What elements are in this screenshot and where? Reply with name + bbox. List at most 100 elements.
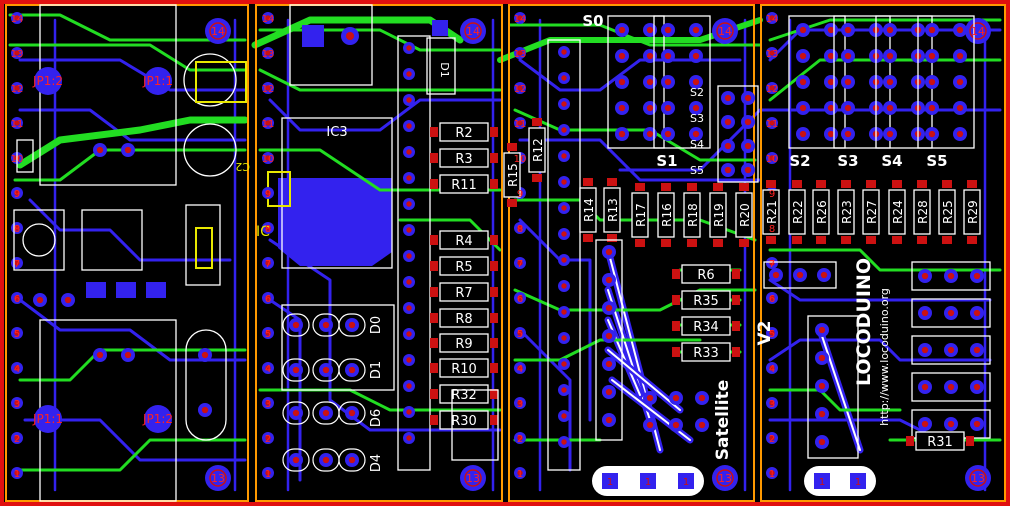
header-row-outline: [911, 298, 991, 328]
resistor-pad-a: [672, 321, 680, 331]
pad-number: 12: [514, 84, 527, 95]
pad-number: 2: [14, 434, 20, 445]
resistor-pad-a: [607, 178, 617, 186]
pad-number: 12: [766, 84, 779, 95]
pad-number: 3: [265, 399, 271, 410]
resistor-rv-7: [812, 189, 830, 235]
servo-pad-drill: [886, 130, 894, 138]
left2-pad-drill: [265, 330, 271, 336]
resistor-pad-b: [966, 436, 974, 446]
small-servo-label: S3: [690, 112, 704, 125]
servo-pad-drill: [799, 130, 807, 138]
ic3-outline: [281, 117, 393, 269]
header-pad-drill: [561, 231, 567, 237]
servo-selector-pad-drill: [744, 118, 752, 126]
component-pad-drill: [64, 296, 72, 304]
brand-label: LOCODUINO: [853, 258, 875, 386]
servo-pad-drill: [692, 52, 700, 60]
mounting-hole-bottom-label: 13: [466, 472, 480, 485]
left4-pad-drill: [769, 365, 775, 371]
resistor-pad-b: [607, 234, 617, 242]
resistor-pad-b: [490, 179, 498, 189]
servo-pad-drill: [646, 130, 654, 138]
left4-pad-drill: [769, 85, 775, 91]
connector-label: JP1:1: [32, 412, 63, 426]
resistor-pad-b: [816, 236, 826, 244]
smd-pad: [116, 282, 136, 298]
resistor-pad-a: [917, 180, 927, 188]
resistor-rv-13: [963, 189, 981, 235]
left2-pad-drill: [265, 295, 271, 301]
resistor-label: R4: [455, 234, 472, 249]
jumper-label: D0: [369, 316, 384, 334]
bottom-layer-traces: [18, 18, 1002, 492]
header-3pin-pad-drill: [772, 271, 780, 279]
servo-pad-drill: [692, 78, 700, 86]
servo-label: S5: [926, 152, 947, 170]
resistor-label: R33: [693, 346, 719, 361]
resistor-rv-6: [788, 189, 806, 235]
header-column-left: [397, 35, 431, 471]
servo-pad-drill: [618, 78, 626, 86]
resistor-pad-a: [661, 183, 671, 191]
header-row-outline: [911, 261, 991, 291]
pad-number: 9: [517, 189, 523, 200]
resistor-pad-a: [687, 183, 697, 191]
resistor-label: R17: [634, 203, 648, 227]
mounting-hole-top-ring: [464, 22, 482, 40]
resistor-pad-b: [713, 239, 723, 247]
component-pad-drill: [201, 351, 209, 359]
jumper-outline: [338, 358, 366, 382]
connector-pad: [34, 405, 62, 433]
left4-pad-drill: [769, 155, 775, 161]
left2-pad-drill: [265, 190, 271, 196]
mounting-hole-top-ring: [716, 22, 734, 40]
silk-diagonal-line: [607, 349, 681, 411]
regulator-small: [195, 227, 213, 269]
resistor-mid-1: [528, 127, 546, 173]
servo-pad-drill: [928, 78, 936, 86]
chip-cap-label: C2: [235, 160, 250, 173]
resistor-pad-a: [583, 178, 593, 186]
servo-label: S2: [789, 152, 810, 170]
servo-pad-drill: [664, 78, 672, 86]
header-grid-pad-drill: [973, 309, 981, 317]
capacitor-bottom: [183, 123, 237, 177]
servo-pad-drill: [827, 104, 835, 112]
resistor-rv-11: [913, 189, 931, 235]
header-dual-pad-drill: [605, 332, 613, 340]
left2-pad-drill: [265, 155, 271, 161]
header-dual-pad-drill: [605, 276, 613, 284]
diode-label: D1: [438, 62, 451, 77]
ic-label: IC: [256, 224, 270, 240]
left3-pad-drill: [517, 120, 523, 126]
header-pad-drill: [406, 305, 412, 311]
resistor-rh-2: [681, 316, 731, 336]
servo-pad-drill: [844, 52, 852, 60]
resistor-pad-a: [866, 180, 876, 188]
header-pad-drill: [818, 382, 826, 390]
header-pad-drill: [406, 409, 412, 415]
resistor-pad-a: [430, 313, 438, 323]
servo-selector-pad-drill: [724, 94, 732, 102]
resistor-rv-12: [938, 189, 956, 235]
servo-pad-drill: [886, 26, 894, 34]
resistor-label: R30: [451, 414, 477, 429]
header-dual-outline-2: [807, 315, 859, 459]
resistor-pad-b: [490, 287, 498, 297]
resistor-rv-9: [862, 189, 880, 235]
resistor-left-8: [439, 358, 489, 378]
header-pad-drill: [406, 331, 412, 337]
capacitor-outline-yellow: [195, 61, 247, 103]
connector-pad: [144, 67, 172, 95]
header-grid-pad-drill: [973, 272, 981, 280]
pad-number: 1: [265, 469, 271, 480]
left2-pad-drill: [265, 435, 271, 441]
header-grid-pad-drill: [947, 309, 955, 317]
resistor-label: R23: [840, 200, 854, 224]
left2-pad-drill: [265, 120, 271, 126]
resistor-mid-2: [579, 187, 597, 233]
resistor-label: R25: [941, 200, 955, 224]
servo-label-s1: S1: [656, 152, 677, 170]
